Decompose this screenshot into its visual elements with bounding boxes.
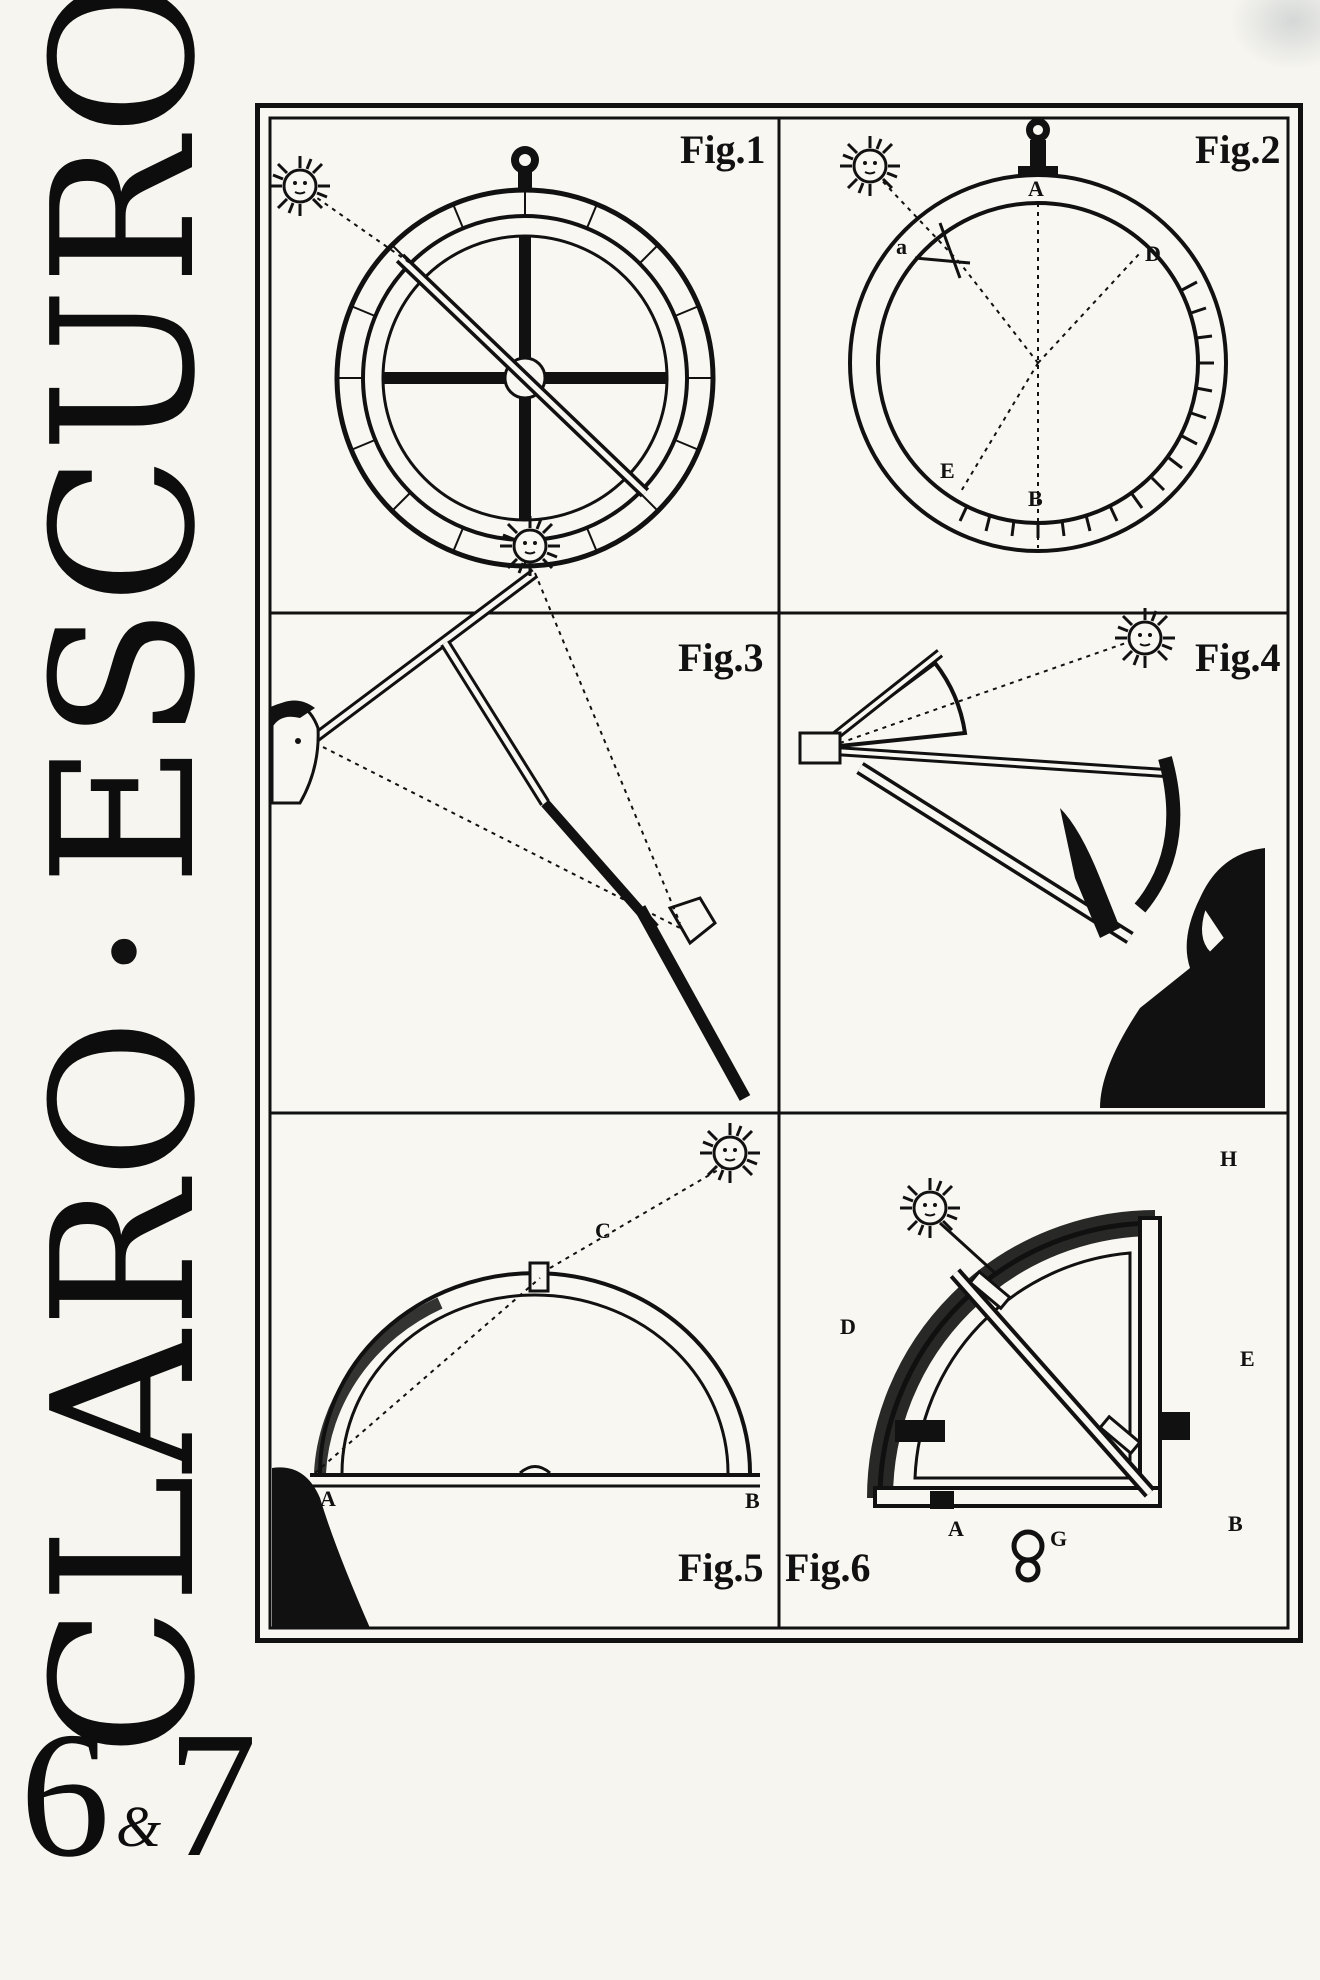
fig4-label: Fig.4 bbox=[1195, 635, 1281, 680]
fig5-letter-c: C bbox=[595, 1218, 611, 1243]
fig2-letter-small-a: a bbox=[896, 234, 907, 259]
fig6-letter-d: D bbox=[840, 1314, 856, 1339]
issue-ampersand: & bbox=[116, 1794, 162, 1859]
fig6-letter-h: H bbox=[1220, 1146, 1238, 1171]
engraving-drawing bbox=[268, 116, 1290, 1630]
fig6-letter-g: G bbox=[1050, 1526, 1068, 1551]
masthead-rotated: CLARO · ESCURO bbox=[11, 0, 239, 1757]
fig3-cross-staff bbox=[270, 514, 751, 1101]
fig1-label: Fig.1 bbox=[680, 127, 766, 172]
masthead: CLARO · ESCURO bbox=[11, 0, 239, 1757]
fig6-letter-b: B bbox=[1228, 1511, 1243, 1536]
fig5-letter-a: A bbox=[320, 1486, 336, 1511]
fig2-letter-a: A bbox=[1028, 176, 1044, 201]
issue-number-second: 7 bbox=[167, 1695, 258, 1894]
fig6-mural-quadrant bbox=[867, 1176, 1190, 1583]
fig4-quadrant bbox=[798, 606, 1265, 1108]
fig5-label: Fig.5 bbox=[678, 1545, 764, 1590]
fig6-letter-e: E bbox=[1240, 1346, 1255, 1371]
engraving-plate: Fig.1 Fig.2 Fig.3 Fig.4 Fig.5 Fig.6 A B … bbox=[255, 103, 1303, 1643]
paper-scuff bbox=[1230, 0, 1320, 70]
title-separator: · bbox=[11, 920, 239, 983]
fig2-letter-b: B bbox=[1028, 486, 1043, 511]
issue-number: 6 & 7 bbox=[20, 1695, 258, 1894]
fig2-letter-d: D bbox=[1145, 241, 1161, 266]
fig6-label: Fig.6 bbox=[785, 1545, 871, 1590]
issue-number-first: 6 bbox=[20, 1695, 110, 1894]
title-claro: CLARO bbox=[11, 1016, 239, 1757]
fig3-label: Fig.3 bbox=[678, 635, 764, 680]
fig6-letter-a: A bbox=[948, 1516, 964, 1541]
fig2-label: Fig.2 bbox=[1195, 127, 1281, 172]
title-escuro: ESCURO bbox=[11, 0, 239, 887]
plate-grid bbox=[268, 116, 1290, 1630]
fig2-ring-dial bbox=[838, 118, 1228, 553]
fig1-astrolabe bbox=[268, 146, 716, 569]
fig5-semicircle bbox=[272, 1121, 762, 1628]
fig5-letter-b: B bbox=[745, 1488, 760, 1513]
fig2-letter-e: E bbox=[940, 458, 955, 483]
